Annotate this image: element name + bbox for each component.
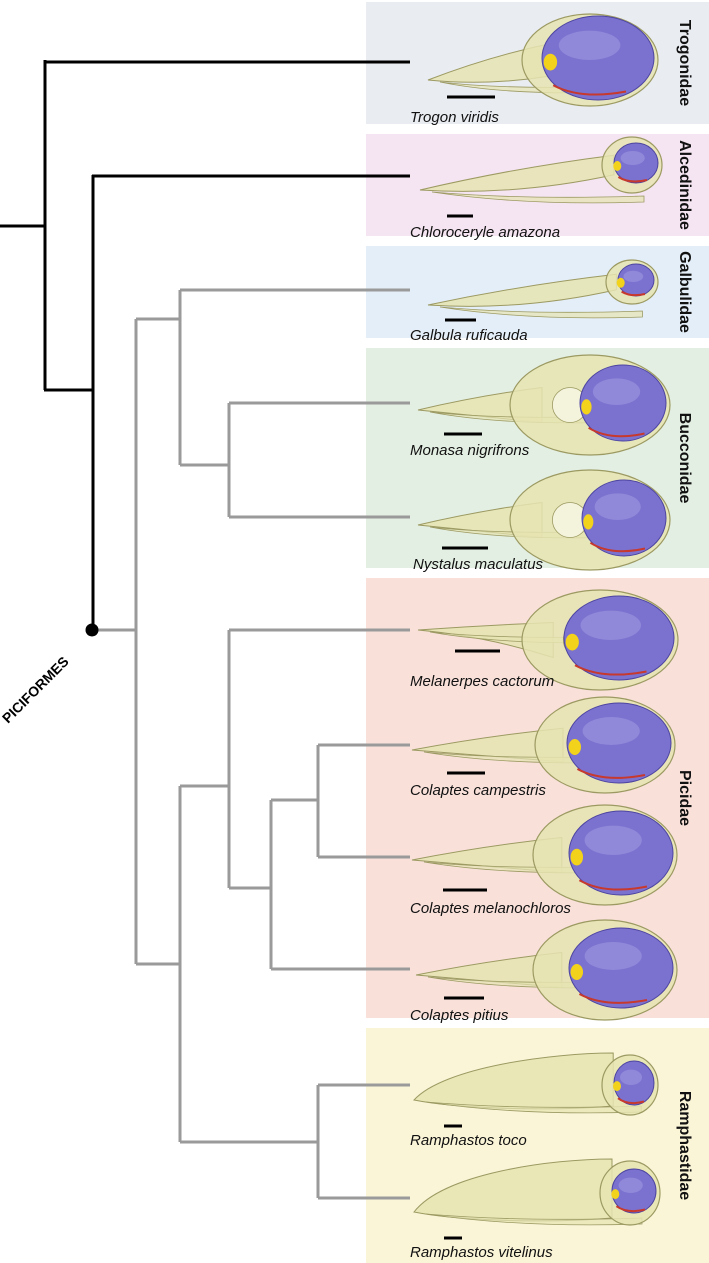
species-label-trogon-viridis: Trogon viridis [410,109,499,126]
optic-lobe-colaptes-pitius [570,964,584,980]
optic-lobe-trogon-viridis [543,53,558,71]
skull-jaw-chloroceryle-amazona [431,191,645,204]
species-label-monasa-nigrifrons: Monasa nigrifrons [410,442,530,459]
vessels-ramphastos-vitelinus [615,1205,646,1213]
optic-lobe-monasa-nigrifrons [581,399,592,415]
brain-highlight-nystalus-maculatus [594,493,641,520]
brain-highlight-monasa-nigrifrons [592,378,641,406]
piciformes-node: PICIFORMES [0,623,99,726]
species-label-chloroceryle-amazona: Chloroceryle amazona [410,224,560,241]
vessels-colaptes-pitius [578,993,648,1004]
family-label-bucconidae: Bucconidae [676,413,693,504]
skull-colaptes-melanochloros [411,804,678,906]
species-label-colaptes-melanochloros: Colaptes melanochloros [410,900,571,917]
optic-lobe-colaptes-melanochloros [570,848,584,866]
skull-ramphastos-toco [413,1052,659,1128]
skull-melanerpes-cactorum [417,589,679,691]
species-label-ramphastos-toco: Ramphastos toco [410,1132,527,1149]
optic-lobe-nystalus-maculatus [583,514,594,530]
skull-chloroceryle-amazona [419,136,663,218]
species-label-colaptes-pitius: Colaptes pitius [410,1007,509,1024]
piciformes-node-marker [85,623,99,637]
skull-ramphastos-vitelinus [413,1158,661,1240]
brain-highlight-ramphastos-vitelinus [618,1177,643,1194]
optic-lobe-ramphastos-vitelinus [611,1189,620,1200]
brain-highlight-colaptes-pitius [584,942,642,970]
optic-lobe-galbula-ruficauda [616,277,625,288]
brain-highlight-ramphastos-toco [620,1069,642,1086]
vessels-ramphastos-toco [617,1097,645,1105]
vessels-nystalus-maculatus [589,541,646,553]
brain-highlight-galbula-ruficauda [623,270,644,282]
family-label-trogonidae: Trogonidae [676,20,693,106]
family-label-picidae: Picidae [676,770,693,826]
skull-renderings [411,13,679,1240]
brain-highlight-melanerpes-cactorum [580,610,641,640]
species-label-nystalus-maculatus: Nystalus maculatus [413,556,544,573]
skull-trogon-viridis [427,13,659,107]
brain-highlight-colaptes-melanochloros [584,825,642,855]
skull-jaw-galbula-ruficauda [439,306,643,319]
vessels-trogon-viridis [552,84,627,96]
optic-lobe-melanerpes-cactorum [565,633,579,651]
brain-highlight-colaptes-campestris [582,717,640,745]
skull-colaptes-pitius [415,919,678,1021]
family-labels: TrogonidaeAlcedinidaeGalbulidaeBucconida… [676,20,693,1200]
vessels-galbula-ruficauda [621,290,646,297]
species-label-melanerpes-cactorum: Melanerpes cactorum [410,673,554,690]
vessels-chloroceryle-amazona [617,176,648,183]
family-label-galbulidae: Galbulidae [676,251,693,333]
brain-highlight-trogon-viridis [558,30,621,60]
vessels-colaptes-melanochloros [578,879,648,891]
vessels-melanerpes-cactorum [574,664,647,676]
skull-galbula-ruficauda [427,259,659,322]
species-label-galbula-ruficauda: Galbula ruficauda [410,327,528,344]
vessels-colaptes-campestris [576,768,646,779]
optic-lobe-ramphastos-toco [613,1081,621,1092]
species-label-colaptes-campestris: Colaptes campestris [410,782,546,799]
family-label-alcedinidae: Alcedinidae [676,140,693,230]
skull-monasa-nigrifrons [417,354,671,456]
vessels-monasa-nigrifrons [588,426,645,438]
optic-lobe-chloroceryle-amazona [613,161,622,171]
skull-colaptes-campestris [411,696,676,794]
brain-highlight-chloroceryle-amazona [620,151,645,165]
species-label-ramphastos-vitelinus: Ramphastos vitelinus [410,1244,553,1261]
piciformes-label: PICIFORMES [0,653,72,726]
phylogenetic-tree [0,60,410,1200]
skull-nystalus-maculatus [417,469,671,571]
optic-lobe-colaptes-campestris [568,739,582,755]
family-label-ramphastidae: Ramphastidae [676,1091,693,1200]
